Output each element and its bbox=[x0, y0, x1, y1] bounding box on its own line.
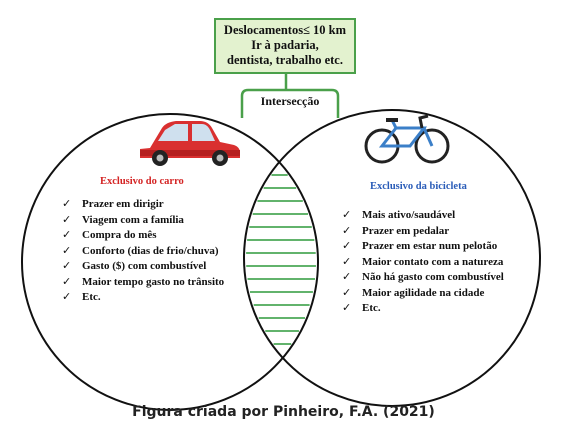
bike-list-item: ✓ Não há gasto com combustível bbox=[342, 270, 504, 286]
car-list: ✓Prazer em dirigir✓Viagem com a família✓… bbox=[62, 197, 224, 306]
checkmark-icon: ✓ bbox=[62, 244, 72, 257]
car-list-item-text: Compra do mês bbox=[82, 229, 157, 241]
intersection-hatching bbox=[246, 174, 316, 345]
bike-list-item: ✓ Etc. bbox=[342, 301, 504, 317]
car-list-item-text: Prazer em dirigir bbox=[82, 198, 164, 210]
bike-list-item-text: Prazer em pedalar bbox=[362, 224, 450, 237]
box-line-1: Deslocamentos≤ 10 km bbox=[223, 23, 347, 37]
intersection-label: Intersecção bbox=[260, 94, 320, 108]
checkmark-icon: ✓ bbox=[62, 275, 72, 288]
car-list-item: ✓ Maior tempo gasto no trânsito bbox=[62, 275, 224, 291]
car-list-item: ✓ Viagem com a família bbox=[62, 213, 224, 229]
distance-condition-box: Deslocamentos≤ 10 km Ir à padaria, denti… bbox=[214, 18, 356, 74]
bike-list-item: ✓ Prazer em estar num pelotão bbox=[342, 239, 504, 255]
car-list-item-text: Conforto (dias de frio/chuva) bbox=[82, 244, 219, 257]
checkmark-icon: ✓ bbox=[342, 302, 352, 314]
bike-list: ✓ Mais ativo/saudável ✓ Prazer em pedalar ✓ P… bbox=[342, 208, 504, 317]
car-heading: Exclusivo do carro bbox=[100, 176, 184, 187]
checkmark-icon: ✓ bbox=[342, 209, 352, 221]
bike-heading: Exclusivo da bicicleta bbox=[370, 181, 467, 192]
car-list-item: ✓ Prazer em dirigir bbox=[62, 197, 224, 213]
checkmark-icon: ✓ bbox=[62, 229, 72, 241]
intersection-bracket bbox=[240, 88, 340, 118]
bike-list-item-text: Etc. bbox=[362, 302, 381, 314]
car-circle bbox=[21, 113, 319, 411]
checkmark-icon: ✓ bbox=[62, 260, 72, 272]
figure-caption: Figura criada por Pinheiro, F.A. (2021) bbox=[132, 404, 435, 420]
box-line-3: dentista, trabalho etc. bbox=[227, 53, 343, 67]
car-list-item: ✓ Compra do mês bbox=[62, 228, 224, 244]
car-list-item-text: Gasto ($) com combustível bbox=[82, 260, 207, 272]
bicycle-icon bbox=[364, 114, 450, 164]
car-list-item: ✓ Etc. bbox=[62, 290, 224, 306]
checkmark-icon: ✓ bbox=[342, 255, 352, 268]
car-list-item-text: Maior tempo gasto no trânsito bbox=[82, 275, 225, 288]
checkmark-icon: ✓ bbox=[62, 213, 72, 226]
car-list-item-text: Viagem com a família bbox=[82, 213, 184, 226]
car-list-item: ✓ Conforto (dias de frio/chuva) bbox=[62, 244, 224, 260]
box-line-2: Ir à padaria, bbox=[251, 38, 319, 52]
bike-list-item: ✓ Prazer em pedalar bbox=[342, 224, 504, 240]
bike-list-item-text: Maior contato com a natureza bbox=[362, 255, 504, 268]
bike-list-item-text: Mais ativo/saudável bbox=[362, 209, 456, 221]
checkmark-icon: ✓ bbox=[62, 198, 72, 210]
car-icon bbox=[140, 121, 240, 166]
checkmark-icon: ✓ bbox=[342, 271, 352, 283]
bike-circle bbox=[243, 109, 541, 407]
checkmark-icon: ✓ bbox=[342, 240, 352, 252]
bike-list-item: ✓ Mais ativo/saudável bbox=[342, 208, 504, 224]
bike-list-item: ✓ Maior agilidade na cidade bbox=[342, 286, 504, 302]
checkmark-icon: ✓ bbox=[342, 224, 352, 237]
car-list-item-text: Etc. bbox=[82, 291, 101, 303]
bike-list-item-text: Maior agilidade na cidade bbox=[362, 286, 485, 299]
checkmark-icon: ✓ bbox=[62, 291, 72, 303]
checkmark-icon: ✓ bbox=[342, 286, 352, 299]
bike-list-item-text: Prazer em estar num pelotão bbox=[362, 240, 498, 252]
bike-list-item-text: Não há gasto com combustível bbox=[362, 271, 504, 283]
bike-list-item: ✓ Maior contato com a natureza bbox=[342, 255, 504, 271]
car-list-item: ✓ Gasto ($) com combustível bbox=[62, 259, 224, 275]
